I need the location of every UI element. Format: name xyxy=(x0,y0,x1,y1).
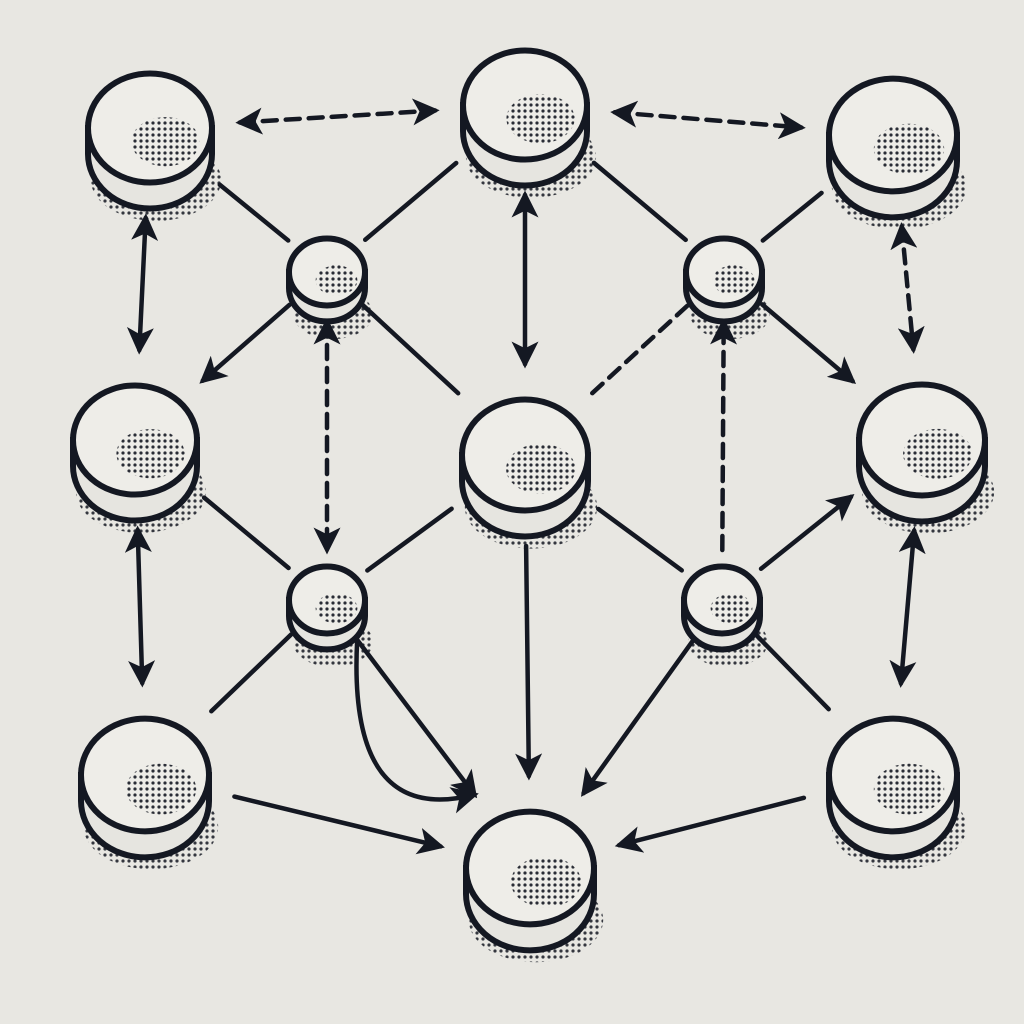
node-db-center-database-icon[interactable] xyxy=(459,396,598,549)
connection-db-top-center-to-hub-upper-right xyxy=(591,160,688,243)
node-db-bottom-right-database-icon[interactable] xyxy=(826,715,967,870)
connection-hub-lower-left-to-db-bottom-center xyxy=(354,637,479,814)
connection-db-center-to-db-bottom-center xyxy=(515,543,543,781)
node-hub-upper-left-database-icon[interactable] xyxy=(286,235,373,340)
node-db-top-right-database-icon[interactable] xyxy=(826,75,967,230)
connection-db-center-to-hub-lower-left xyxy=(365,506,454,573)
connection-hub-lower-right-to-hub-upper-right xyxy=(710,317,738,553)
connections-layer xyxy=(124,98,926,855)
node-db-bottom-center-database-icon[interactable] xyxy=(463,808,604,963)
nodes-layer xyxy=(70,47,995,963)
node-db-mid-right-database-icon[interactable] xyxy=(856,381,995,534)
connection-db-top-center-to-hub-upper-left xyxy=(362,160,459,243)
connection-db-top-right-to-hub-upper-right xyxy=(760,190,824,243)
connection-hub-upper-left-to-db-mid-left xyxy=(199,302,292,384)
connection-hub-lower-right-to-db-mid-right xyxy=(758,494,855,572)
connection-db-top-right-to-db-mid-right xyxy=(890,222,925,354)
connection-hub-lower-right-to-db-bottom-right xyxy=(754,633,831,712)
node-hub-upper-right-database-icon[interactable] xyxy=(683,235,770,340)
connection-db-mid-left-to-db-bottom-left xyxy=(124,525,156,688)
connection-hub-lower-left-to-db-bottom-center xyxy=(354,637,478,799)
connection-db-top-left-to-db-mid-left xyxy=(126,213,159,355)
node-db-bottom-left-database-icon[interactable] xyxy=(78,715,219,870)
connection-db-top-center-to-db-top-right xyxy=(610,100,806,140)
node-hub-lower-left-database-icon[interactable] xyxy=(286,563,373,668)
connection-db-top-left-to-db-top-center xyxy=(235,98,440,135)
connection-db-mid-right-to-db-bottom-right xyxy=(889,526,926,688)
connection-hub-lower-right-to-db-bottom-center xyxy=(580,638,696,797)
connection-hub-upper-left-to-db-center xyxy=(361,303,461,396)
connection-db-center-to-hub-lower-right xyxy=(596,506,684,573)
node-db-top-left-database-icon[interactable] xyxy=(85,70,222,221)
connection-db-top-left-to-hub-upper-left xyxy=(217,182,291,243)
connection-hub-lower-left-to-db-bottom-left xyxy=(209,632,294,714)
connection-db-mid-left-to-hub-lower-left xyxy=(201,495,291,571)
connection-hub-upper-right-to-db-center xyxy=(589,303,690,396)
connection-db-bottom-left-to-db-bottom-center xyxy=(232,794,445,855)
connection-db-bottom-right-to-db-bottom-center xyxy=(614,795,807,853)
node-hub-lower-right-database-icon[interactable] xyxy=(681,563,768,668)
node-db-mid-left-database-icon[interactable] xyxy=(70,382,207,533)
connection-hub-upper-right-to-db-mid-right xyxy=(759,302,857,385)
node-db-top-center-database-icon[interactable] xyxy=(460,47,597,198)
